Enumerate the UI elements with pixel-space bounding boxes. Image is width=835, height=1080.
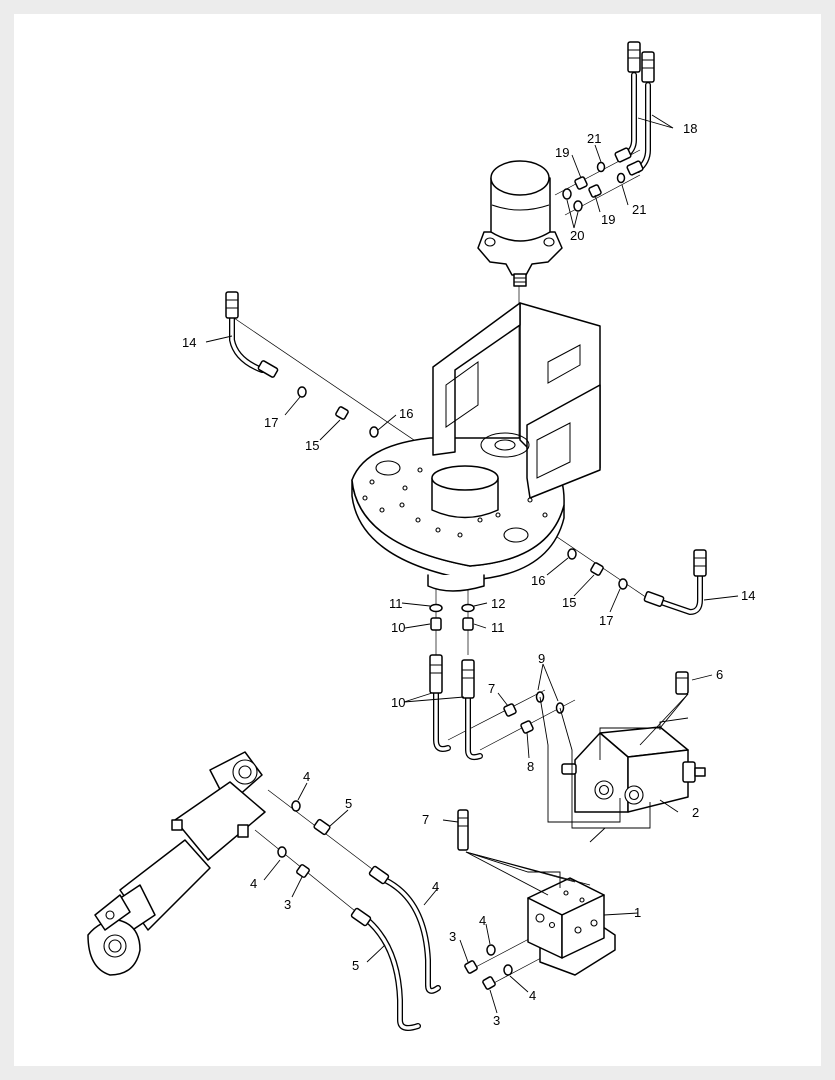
- callout-4-lower-left: 4: [250, 876, 257, 891]
- motor-bracket: [432, 302, 601, 499]
- callout-leaders: [205, 114, 739, 1014]
- callout-16-right: 16: [531, 573, 545, 588]
- callout-2: 2: [692, 805, 699, 820]
- hoses-5: [277, 800, 513, 1031]
- callout-9: 10: [391, 695, 405, 710]
- hoses-18: [614, 41, 655, 176]
- callout-13: 7: [422, 812, 429, 827]
- callout-5-lower: 5: [352, 958, 359, 973]
- callout-21-top: 21: [587, 131, 601, 146]
- callout-1: 1: [634, 905, 641, 920]
- fittings-19-20-21: [562, 161, 626, 212]
- callout-17-right: 17: [599, 613, 613, 628]
- callout-21-bottom: 21: [632, 202, 646, 217]
- callout-14-right: 14: [741, 588, 755, 603]
- turntable-base: [351, 437, 565, 592]
- callout-11-left: 11: [389, 596, 403, 611]
- diagram-canvas: 18 21 19 19 21 20 14 17 15 16 16 15 17 1…: [87, 41, 755, 1031]
- callout-15-right: 15: [562, 595, 576, 610]
- manifold-block-1: [457, 809, 616, 976]
- hose-14-left: [225, 291, 379, 438]
- callout-11-right: 12: [491, 596, 505, 611]
- callout-7-top: 7: [488, 681, 495, 696]
- callout-7-bottom: 8: [527, 759, 534, 774]
- hydraulic-cylinder: [87, 751, 266, 976]
- callout-19-top: 19: [555, 145, 569, 160]
- callout-10-left: 10: [391, 620, 405, 635]
- valve-block-2: [561, 671, 706, 813]
- callout-4-lower-right: 4: [529, 988, 536, 1003]
- callout-15-left: 15: [305, 438, 319, 453]
- callout-20: 20: [570, 228, 584, 243]
- callout-8: 9: [538, 651, 545, 666]
- hydraulic-motor: [477, 160, 563, 287]
- hose-14-right: [567, 548, 707, 615]
- callout-17-left: 17: [264, 415, 278, 430]
- exploded-parts-diagram: 18 21 19 19 21 20 14 17 15 16 16 15 17 1…: [14, 14, 821, 1066]
- callout-12: 6: [716, 667, 723, 682]
- callout-10-right: 11: [491, 620, 505, 635]
- callout-19-bottom: 19: [601, 212, 615, 227]
- callout-numbers: 18 21 19 19 21 20 14 17 15 16 16 15 17 1…: [182, 121, 755, 1028]
- callout-3-lower: 3: [493, 1013, 500, 1028]
- callout-14-left: 14: [182, 335, 196, 350]
- callout-6: 5: [345, 796, 352, 811]
- callout-4-middle: 4: [479, 913, 486, 928]
- callout-3-middle: 3: [449, 929, 456, 944]
- callout-3-left: 3: [284, 897, 291, 912]
- callout-5-upper: 4: [432, 879, 439, 894]
- callout-16-left: 16: [399, 406, 413, 421]
- hoses-9: [429, 603, 565, 761]
- callout-18: 18: [683, 121, 697, 136]
- callout-4-upper-left: 4: [303, 769, 310, 784]
